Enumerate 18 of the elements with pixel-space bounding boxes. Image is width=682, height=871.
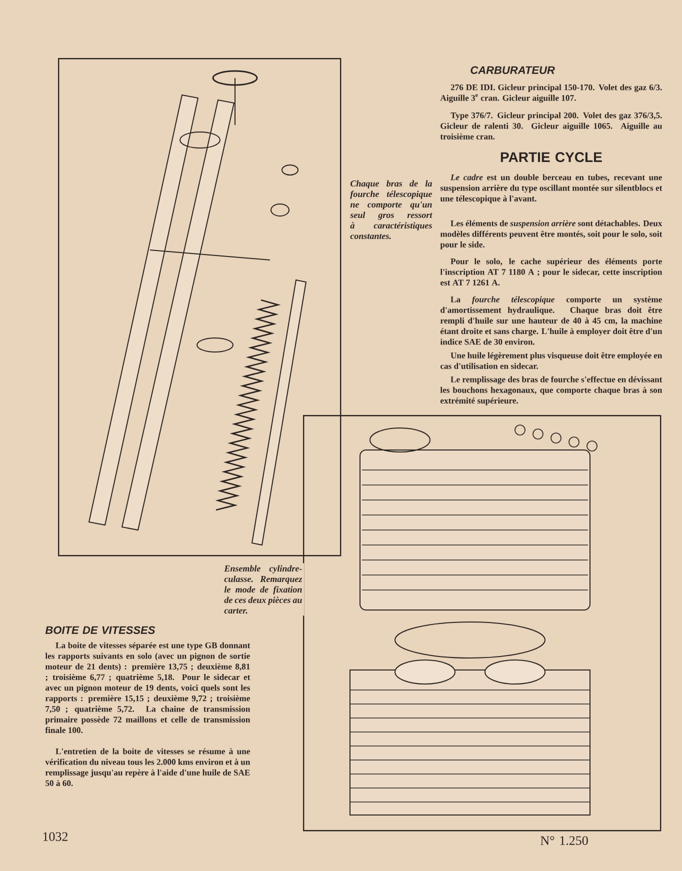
figure-caption: Chaque bras de la fourche télescopique ne comporte qu'un seul gros ressort à caractéristiques constantes.	[348, 178, 434, 242]
paragraph: Type 376/7. Gicleur principal 200. Volet des gaz 376/3,5. Gicleur de ralenti 30. Gicleur aiguille 1065. Aiguille au troisième cran.	[440, 112, 662, 140]
section-heading: CARBURATEUR	[470, 66, 555, 74]
paragraph: Le cadre est un double berceau en tubes, recevant une suspension arrière du type oscillant montée sur silentblocs et une télescopique à l'avant.	[440, 174, 662, 204]
paragraph: La fourche télescopique comporte un système d'amortissement hydraulique. Chaque bras doit être rempli d'huile sur une hauteur de 40 à 45 cm, la machine étant droite et sans charge. L'huile à employer doit être d'un indice SAE de 30 environ.	[440, 296, 662, 345]
paragraph: Le remplissage des bras de fourche s'effectue en dévissant les bouchons hexagonaux, que comporte chaque bras à son extrémité supérieure.	[440, 376, 662, 406]
illustration-frame	[58, 58, 342, 556]
paragraph: 276 DE IDI. Gicleur principal 150-170. Volet des gaz 6/3. Aiguille 3$^{e}$ cran. Gicleur aiguille 107.	[440, 84, 662, 103]
paragraph: L'entretien de la boite de vitesses se résume à une vérification du niveau tous les 2.000 kms environ et à un remplissage jusqu'au repère à l'aide d'une huile de SAE 50 à 60.	[45, 748, 250, 786]
paragraph: Les éléments de suspension arrière sont détachables. Deux modèles différents peuvent être montés, soit pour le solo, soit pour le side.	[440, 220, 662, 250]
illustration-frame	[303, 415, 662, 832]
section-heading: BOITE DE VITESSES	[45, 626, 156, 634]
page-number: 1032	[43, 832, 68, 841]
paragraph: Une huile légèrement plus visqueuse doit être employée en cas d'utilisation en sidecar.	[440, 352, 662, 369]
paragraph: La boite de vitesses séparée est une type GB donnant les rapports suivants en solo (avec un pignon de sortie moteur de 21 dents) : première 13,75 ; deuxième 8,81 ; troisième 6,77 ; quatrième 5,18. Pour le sidecar et avec un pignon moteur de 19 dents, voici quels sont les rapports : première 15,15 ; deuxième 9,72 ; troisième 7,50 ; quatrième 5,72. La chaine de transmission primaire possède 72 maillons et celle de transmission finale 100.	[45, 642, 250, 734]
paragraph: Pour le solo, le cache supérieur des éléments porte l'inscription AT 7 1180 A ; pour le sidecar, cette inscription est AT 7 1261 A.	[440, 258, 662, 286]
figure-caption: Ensemble cylindre-culasse. Remarquez le mode de fixation de ces deux pièces au carter.	[222, 563, 304, 616]
section-heading: PARTIE CYCLE	[500, 152, 602, 162]
